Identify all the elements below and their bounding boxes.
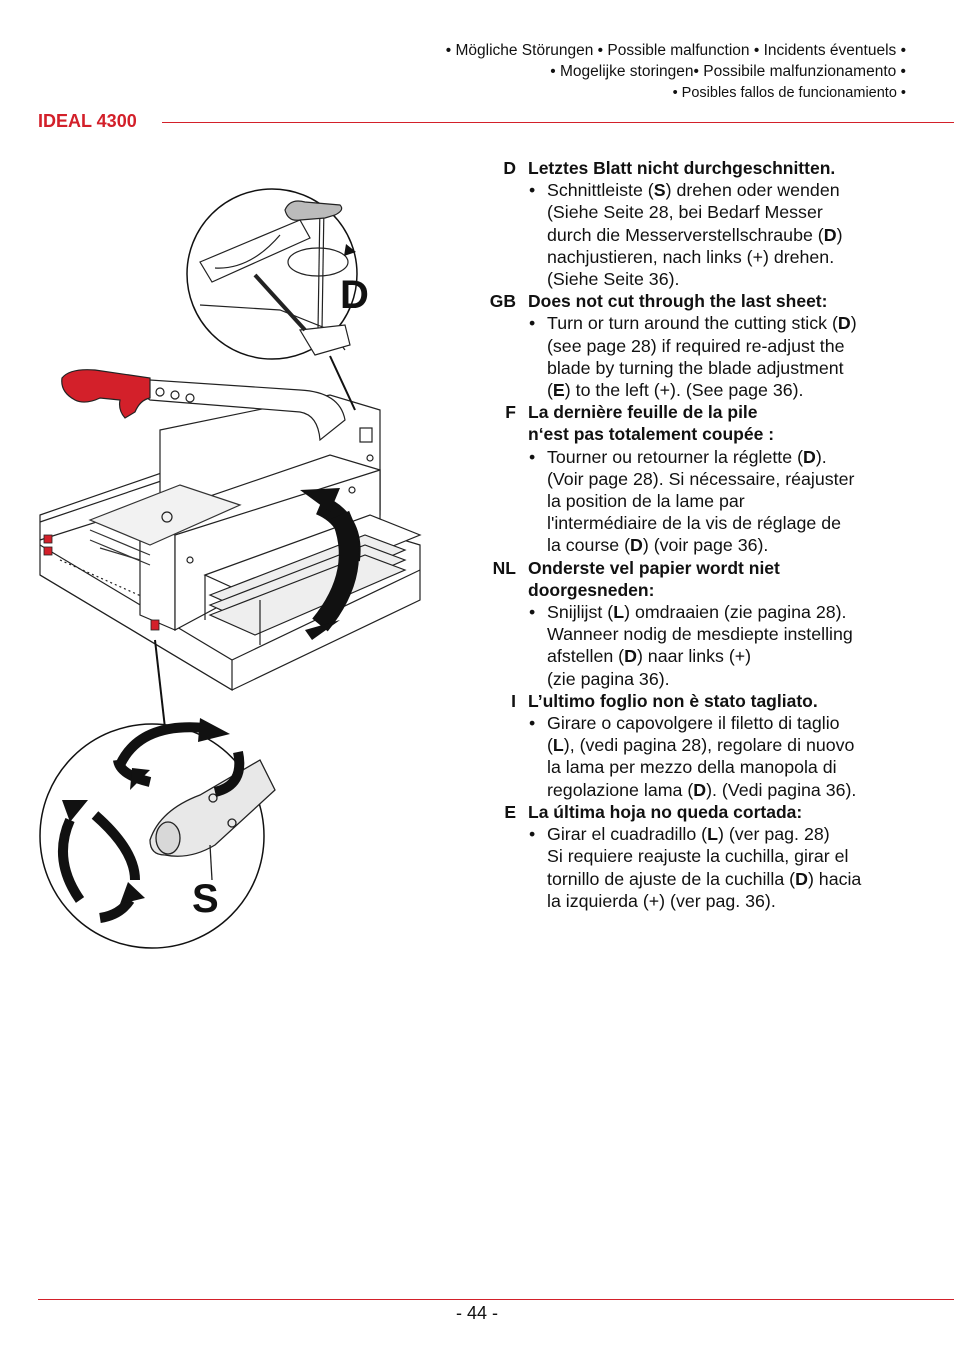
item-line: Girar el cuadradillo (L) (ver pag. 28) <box>547 824 830 845</box>
list-item: • Turn or turn around the cutting stick … <box>528 312 922 401</box>
item-line: Si requiere reajuste la cuchilla, girar … <box>547 846 849 867</box>
item-line: Tourner ou retourner la réglette (D). <box>547 446 827 467</box>
section-nl: NL Onderste vel papier wordt niet doorge… <box>482 557 922 690</box>
section-title: La dernière feuille de la pile <box>528 402 758 423</box>
bullet-icon: • <box>529 824 536 845</box>
header-line-2: • Mogelijke storingen• Possibile malfunz… <box>550 63 906 80</box>
item-line: (E) to the left (+). (See page 36). <box>547 380 804 401</box>
header-line-1: • Mögliche Störungen • Possible malfunct… <box>445 42 906 59</box>
section-i: I L’ultimo foglio non è stato tagliato. … <box>482 690 922 801</box>
item-line: (L), (vedi pagina 28), regolare di nuovo <box>547 735 855 756</box>
bullet-icon: • <box>529 602 536 623</box>
header-line-3: • Posibles fallos de funcionamiento • <box>672 85 906 101</box>
item-line: regolazione lama (D). (Vedi pagina 36). <box>547 779 857 800</box>
item-line: la position de la lame par <box>547 491 745 512</box>
page-number: - 44 - <box>455 1303 498 1323</box>
item-line: la course (D) (voir page 36). <box>547 535 769 556</box>
item-line: Snijlijst (L) omdraaien (zie pagina 28). <box>547 602 847 623</box>
bullet-icon: • <box>529 713 536 734</box>
header-rule <box>162 122 954 123</box>
item-line: Wanneer nodig de mesdiepte instelling <box>547 624 853 645</box>
section-title: L’ultimo foglio non è stato tagliato. <box>528 690 818 711</box>
item-line: afstellen (D) naar links (+) <box>547 646 752 667</box>
section-de: D Letztes Blatt nicht durchgeschnitten. … <box>482 157 922 290</box>
item-line: (see page 28) if required re-adjust the <box>547 335 845 356</box>
item-line: nachjustieren, nach links (+) drehen. <box>547 246 835 267</box>
section-gb: GB Does not cut through the last sheet: … <box>482 290 922 401</box>
figure-label-d: D <box>340 273 369 317</box>
bullet-icon: • <box>529 180 536 201</box>
cutter-illustration: D S <box>39 188 422 949</box>
list-item: • Girar el cuadradillo (L) (ver pag. 28)… <box>528 823 922 912</box>
item-line: la lama per mezzo della manopola di <box>547 757 837 778</box>
item-line: tornillo de ajuste de la cuchilla (D) ha… <box>547 868 862 889</box>
section-f: F La dernière feuille de la pile n‘est p… <box>482 401 922 556</box>
item-line: Schnittleiste (S) drehen oder wenden <box>547 180 840 201</box>
section-title: Letztes Blatt nicht durchgeschnitten. <box>528 158 836 178</box>
footer-rule <box>38 1299 954 1300</box>
bullet-icon: • <box>529 446 536 467</box>
section-title-continued: doorgesneden: <box>528 579 655 600</box>
section-title: Onderste vel papier wordt niet <box>528 557 780 578</box>
list-item: • Snijlijst (L) omdraaien (zie pagina 28… <box>528 601 922 690</box>
section-title-continued: n‘est pas totalement coupée : <box>528 424 775 445</box>
item-line: (Voir page 28). Si nécessaire, réajuster <box>547 468 855 489</box>
item-line: l'intermédiaire de la vis de réglage de <box>547 513 841 534</box>
item-line: Turn or turn around the cutting stick (D… <box>547 313 857 334</box>
item-line: durch die Messerverstellschraube (D) <box>547 224 843 245</box>
list-item: • Schnittleiste (S) drehen oder wenden (… <box>528 179 922 290</box>
item-line: blade by turning the blade adjustment <box>547 357 844 378</box>
language-code: E <box>504 801 516 822</box>
bullet-icon: • <box>529 313 536 334</box>
language-code: D <box>503 158 516 178</box>
item-line: Girare o capovolgere il filetto di tagli… <box>547 713 840 734</box>
section-e: E La última hoja no queda cortada: • Gir… <box>482 801 922 912</box>
item-line: (Siehe Seite 28, bei Bedarf Messer <box>547 202 823 223</box>
model-title: IDEAL 4300 <box>38 111 137 131</box>
item-line: (Siehe Seite 36). <box>547 269 680 290</box>
language-code: I <box>511 690 516 711</box>
figure-label-s: S <box>192 877 219 921</box>
item-line: la izquierda (+) (ver pag. 36). <box>547 890 776 911</box>
item-line: (zie pagina 36). <box>547 668 670 689</box>
language-code: NL <box>492 557 516 578</box>
list-item: • Tourner ou retourner la réglette (D). … <box>528 446 922 557</box>
malfunction-instructions: D Letztes Blatt nicht durchgeschnitten. … <box>482 157 922 912</box>
language-code: GB <box>489 291 516 312</box>
section-title: Does not cut through the last sheet: <box>528 291 828 312</box>
list-item: • Girare o capovolgere il filetto di tag… <box>528 712 922 801</box>
section-title: La última hoja no queda cortada: <box>528 801 803 822</box>
language-code: F <box>505 402 516 423</box>
